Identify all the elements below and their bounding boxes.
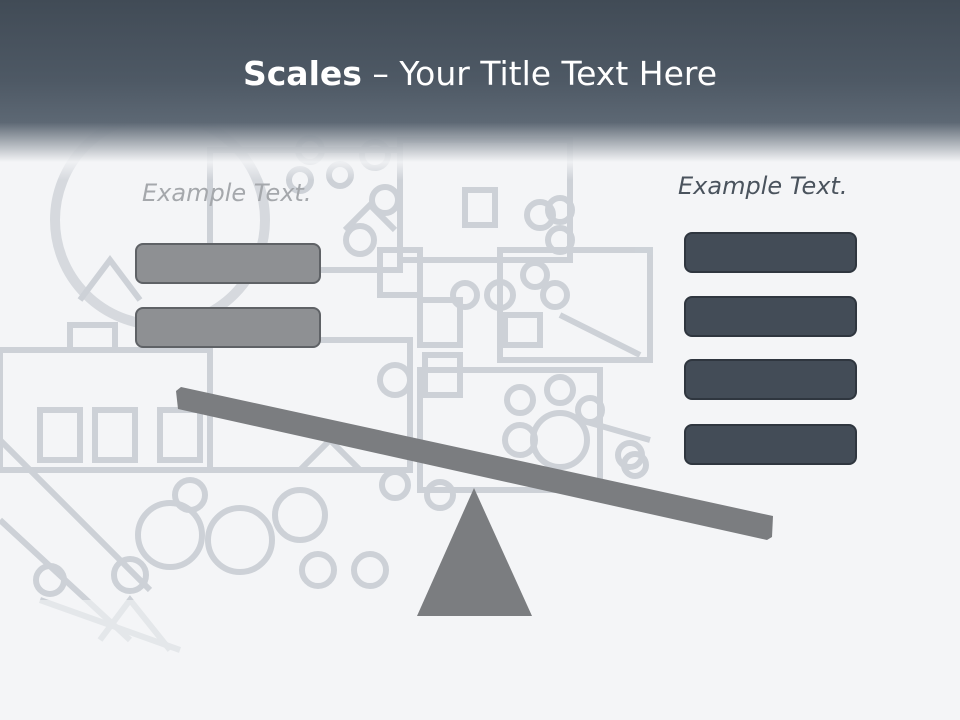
title-bold-part: Scales: [242, 54, 362, 93]
scale-beam: [176, 387, 773, 540]
right-text-box-3: [684, 359, 857, 400]
left-text-box-2: [135, 307, 321, 348]
title-rest-part: – Your Title Text Here: [361, 54, 718, 93]
right-pan-label: Example Text.: [678, 172, 848, 200]
scale-fulcrum: [417, 488, 532, 616]
right-text-box-4: [684, 424, 857, 465]
right-text-box-2: [684, 296, 857, 337]
header-band: [0, 0, 960, 180]
left-pan-label: Example Text.: [142, 179, 312, 207]
slide-title: Scales – Your Title Text Here: [0, 54, 960, 94]
right-text-box-1: [684, 232, 857, 273]
left-text-box-1: [135, 243, 321, 284]
